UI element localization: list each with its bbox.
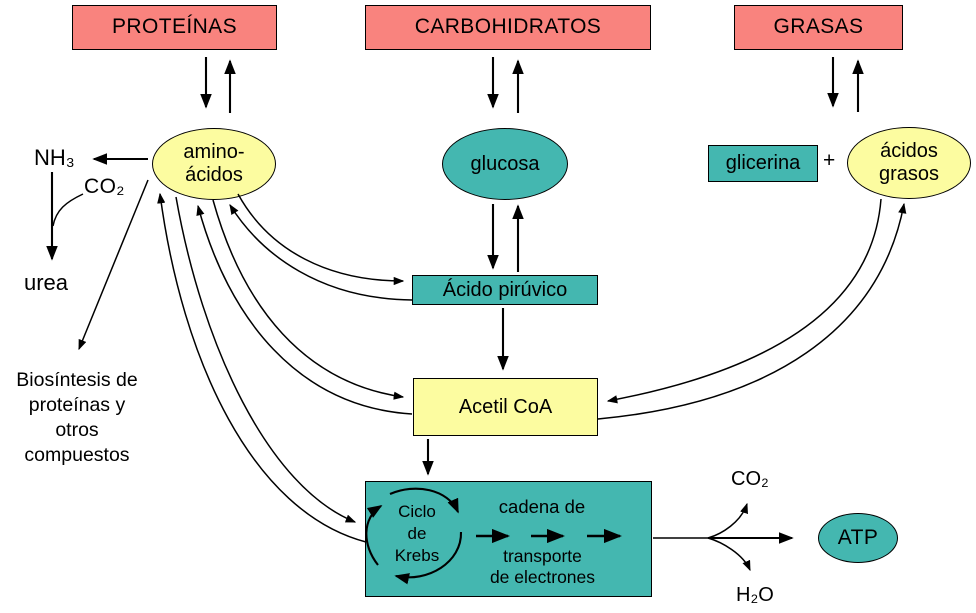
glucosa-ellipse: glucosa <box>442 128 568 200</box>
glicerina-box: glicerina <box>708 145 818 182</box>
cadena-bottom-label: transporte de electrones <box>489 546 596 587</box>
acidos-grasos-label: ácidos grasos <box>878 140 940 185</box>
arrow-acetil-to-aminoacidos <box>196 204 413 415</box>
co2-left-label: CO₂ <box>84 175 125 198</box>
arrow-grasos-to-acetil <box>606 198 882 404</box>
arrow-acetil-to-grasos <box>597 202 907 420</box>
h2o-label: H₂O <box>736 584 774 606</box>
cadena-top-label: cadena de <box>498 496 586 517</box>
arrow-aminoacidos-to-krebs <box>175 196 357 523</box>
acetil-coa-box: Acetil CoA <box>413 378 598 436</box>
urea-label: urea <box>24 270 69 295</box>
arrow-to-co2 <box>707 502 748 539</box>
aminoacidos-ellipse: amino- ácidos <box>152 128 276 200</box>
aminoacidos-label: amino- ácidos <box>183 141 245 186</box>
grasas-box: GRASAS <box>734 5 903 50</box>
arrow-aminoacidos-to-piruvico <box>237 193 405 286</box>
atp-ellipse: ATP <box>818 513 898 563</box>
carbohidratos-box: CARBOHIDRATOS <box>365 5 651 50</box>
krebs-cycle-label: Ciclo de Krebs <box>394 502 440 565</box>
arrow-aminoacidos-to-acetil <box>212 199 405 400</box>
arrow-piruvico-to-aminoacidos <box>229 203 413 301</box>
arrow-to-h2o <box>707 537 751 572</box>
arrow-aminoacidos-to-biosintesis <box>78 179 149 351</box>
plus-sign: + <box>823 149 836 172</box>
proteinas-box: PROTEÍNAS <box>72 5 277 50</box>
biosintesis-label: Biosíntesis de proteínas y otros compues… <box>16 369 138 466</box>
acido-piruvico-box: Ácido pirúvico <box>412 275 598 305</box>
line-co2-joins-urea-arrow <box>52 193 84 227</box>
acidos-grasos-ellipse: ácidos grasos <box>847 127 971 199</box>
arrow-krebs-to-aminoacidos <box>157 192 367 543</box>
nh3-label: NH₃ <box>34 145 75 170</box>
co2-right-label: CO₂ <box>731 468 769 490</box>
